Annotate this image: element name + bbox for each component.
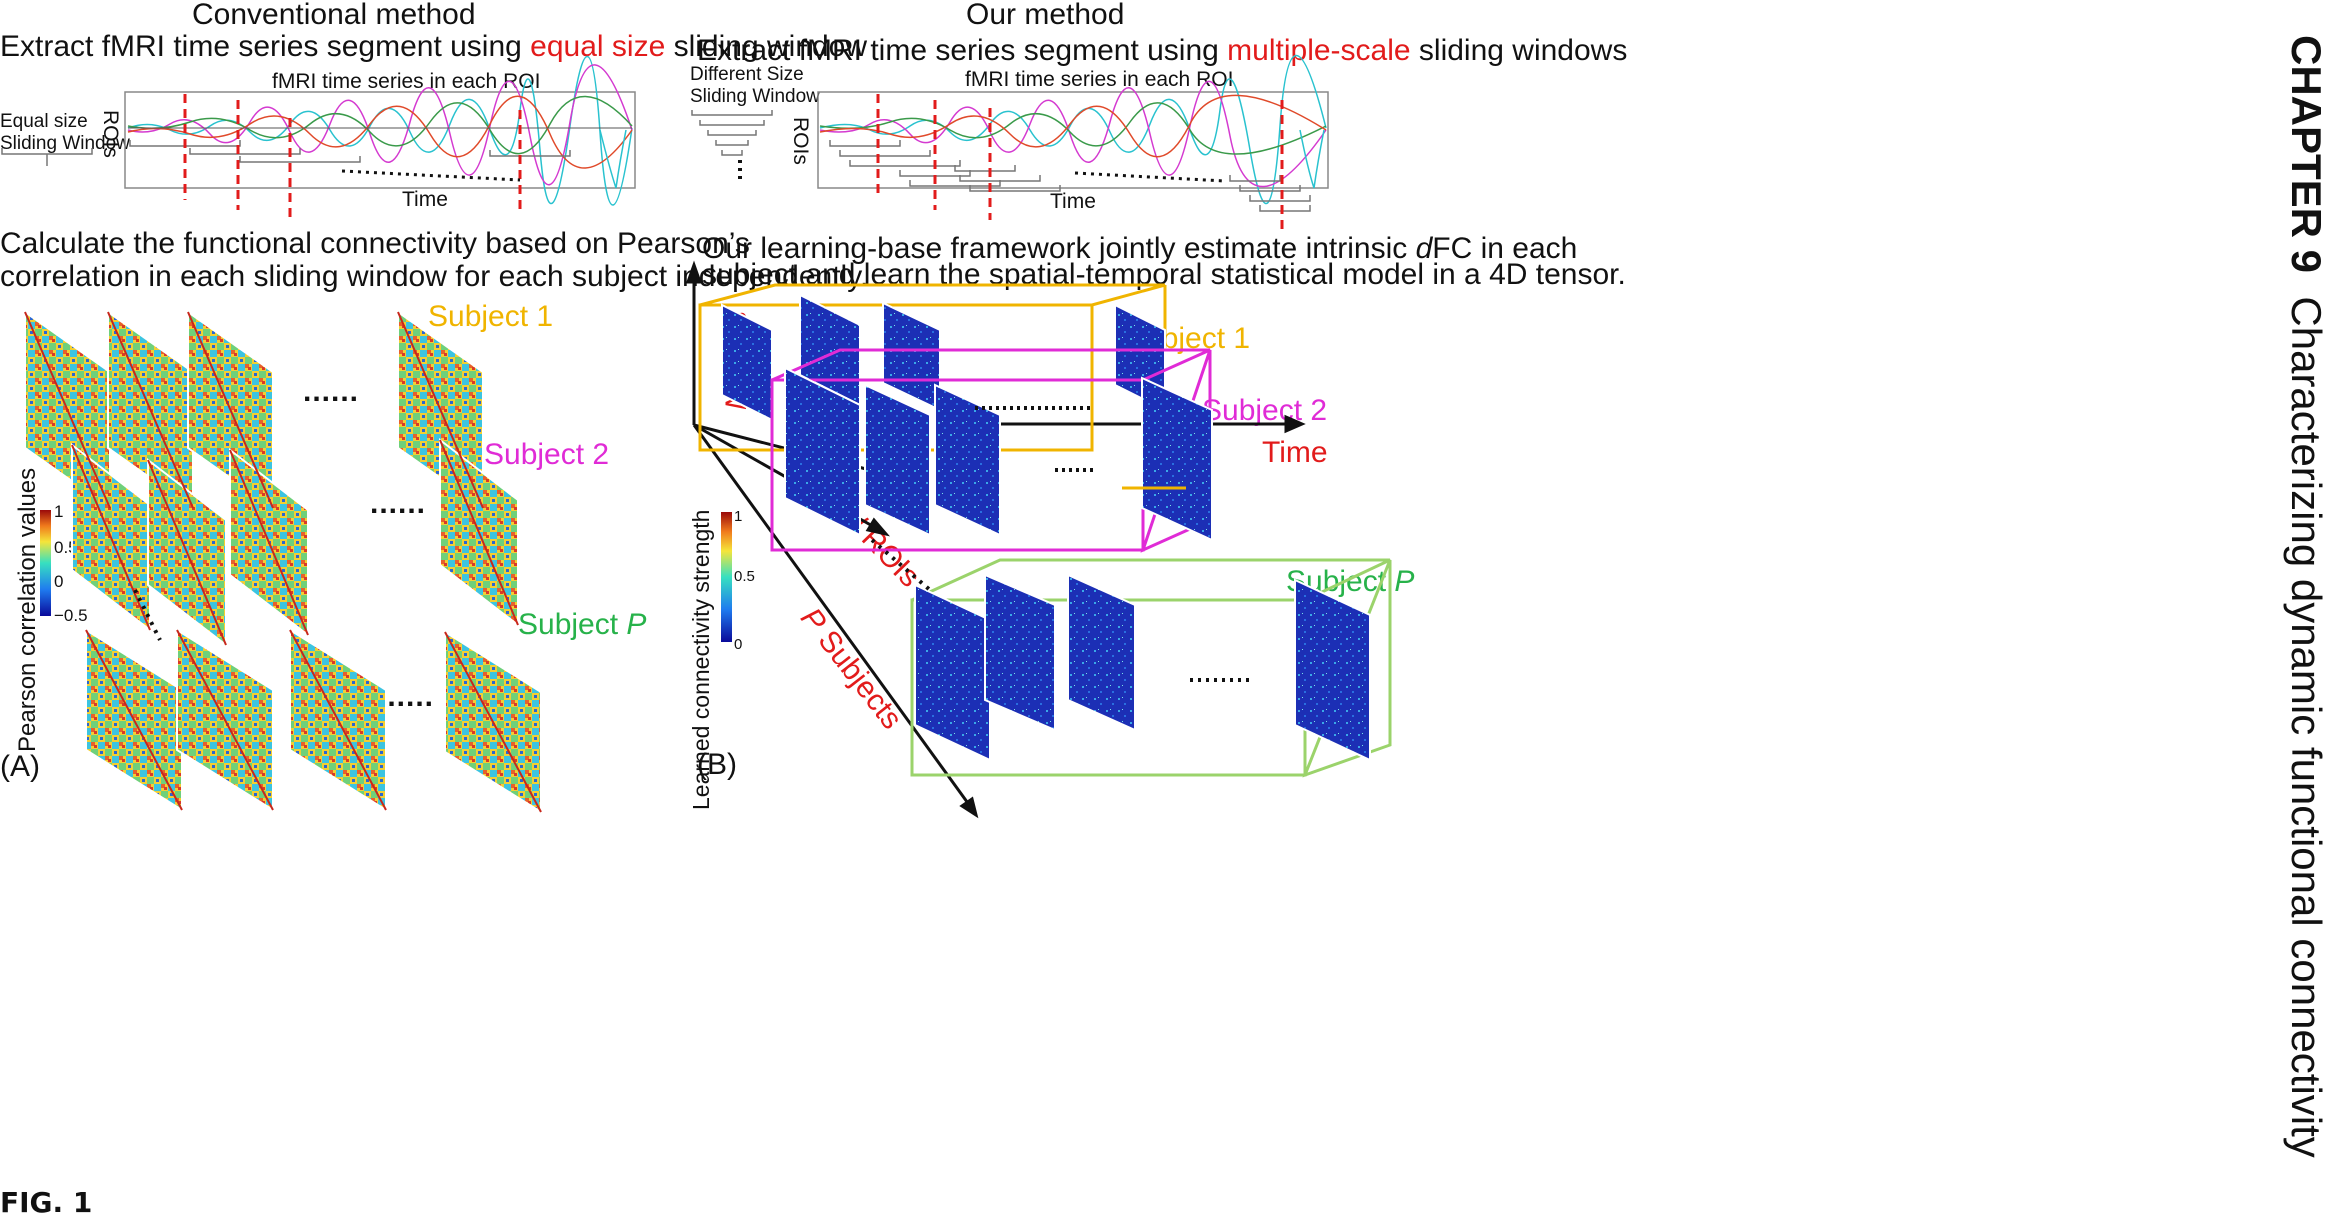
left-tick-0: 0 <box>54 572 64 591</box>
left-subject-2: Subject 2 <box>484 438 610 471</box>
right-tick-1: 1 <box>734 508 743 525</box>
left-window-brackets <box>1 140 571 166</box>
left-matrix-diagonals <box>24 311 542 813</box>
left-step1: Extract fMRI time series segment using e… <box>0 30 868 63</box>
left-ts-dots <box>341 169 521 182</box>
right-tick-0: 0 <box>734 636 743 653</box>
left-dots-1: ...... <box>303 375 360 408</box>
panel-b-label: (B) <box>697 748 737 781</box>
left-subject-p: Subject P <box>518 608 647 641</box>
panel-a-label: (A) <box>0 750 40 783</box>
left-window-label-1: Equal size <box>0 111 88 132</box>
left-matrices <box>24 310 542 814</box>
left-title: Conventional method <box>192 0 476 31</box>
left-tick-neg05: −0.5 <box>54 606 88 625</box>
left-step2-line1: Calculate the functional connectivity ba… <box>0 227 750 260</box>
right-window-brackets <box>691 110 1311 212</box>
subject-1-matrices <box>721 293 1166 422</box>
right-subject-2: Subject 2 <box>1202 394 1328 427</box>
right-colorbar <box>721 512 732 642</box>
right-ts-title: fMRI time series in each ROI <box>965 68 1234 91</box>
left-time-label: Time <box>402 188 448 211</box>
left-subject-dots <box>133 589 162 641</box>
left-colorbar <box>40 510 51 616</box>
left-ts-box <box>124 91 636 189</box>
right-window-markers <box>876 94 1284 232</box>
subject-2-matrices <box>784 366 1213 542</box>
right-tick-05: 0.5 <box>734 568 755 585</box>
right-step2-line1: Our learning-base framework jointly esti… <box>702 232 1578 265</box>
right-title: Our method <box>966 0 1125 31</box>
left-step2-line2: correlation in each sliding window for e… <box>0 260 869 293</box>
right-ts-dots <box>1074 171 1226 183</box>
figure-label: FIG. 1 <box>0 1186 93 1219</box>
right-time-label: Time <box>1050 190 1096 213</box>
right-ts-box <box>817 91 1329 189</box>
left-dots-3: ...... <box>378 680 435 713</box>
right-window-label-2: Sliding Window <box>690 86 820 107</box>
left-ts-title: fMRI time series in each ROI <box>272 70 541 93</box>
left-ts-signals <box>127 55 633 206</box>
p-subject-dots <box>870 538 932 592</box>
left-tick-1: 1 <box>54 502 64 521</box>
subject-p-matrices <box>914 573 1371 762</box>
left-subject-1: Subject 1 <box>428 300 554 333</box>
left-window-label-2: Sliding Window <box>0 133 130 154</box>
right-time-axis-label: Time <box>1262 436 1328 469</box>
right-window-label-1: Different Size <box>690 64 804 85</box>
left-window-markers <box>183 94 522 220</box>
right-step1: Extract fMRI time series segment using m… <box>697 34 1628 67</box>
left-dots-2: ...... <box>370 487 427 520</box>
